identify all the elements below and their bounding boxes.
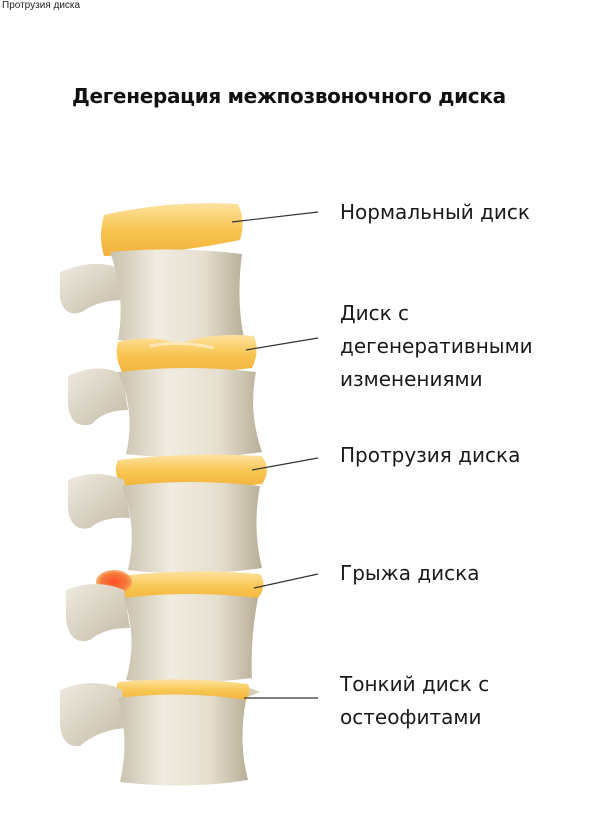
label-hernia: Грыжа диска: [340, 557, 479, 590]
page-title: Дегенерация межпозвоночного диска: [72, 84, 506, 108]
label-thin-disc: Тонкий диск с остеофитами: [340, 668, 489, 734]
leader-line-degenerative: [245, 337, 319, 351]
label-hernia-line-1: Грыжа диска: [340, 561, 480, 585]
label-protrusion-line-1: Протрузия диска: [340, 443, 521, 467]
label-degenerative-line-1: Диск с: [340, 301, 410, 325]
label-protrusion: Протрузия диска: [340, 439, 520, 472]
label-degenerative-disc: Диск с дегенеративными изменениями: [340, 297, 533, 396]
leader-line-hernia: [253, 573, 319, 589]
label-normal-line-1: Нормальный диск: [340, 200, 531, 224]
normal-disc: [101, 203, 243, 256]
vertebra-3: [68, 474, 262, 574]
corner-caption: Протрузия диска: [2, 0, 81, 11]
label-thin-line-2: остеофитами: [340, 705, 482, 729]
protrusion-disc: [115, 454, 267, 489]
leader-line-normal: [231, 211, 319, 223]
vertebra-1: [60, 249, 244, 344]
vertebra-4: [66, 584, 258, 683]
label-degenerative-line-3: изменениями: [340, 367, 483, 391]
vertebra-5: [60, 683, 248, 786]
label-degenerative-line-2: дегенеративными: [340, 334, 533, 358]
label-thin-line-1: Тонкий диск с: [340, 672, 490, 696]
vertebra-2: [68, 368, 262, 458]
hernia-disc: [118, 571, 264, 603]
label-normal-disc: Нормальный диск: [340, 196, 530, 229]
leader-line-protrusion: [251, 457, 319, 471]
